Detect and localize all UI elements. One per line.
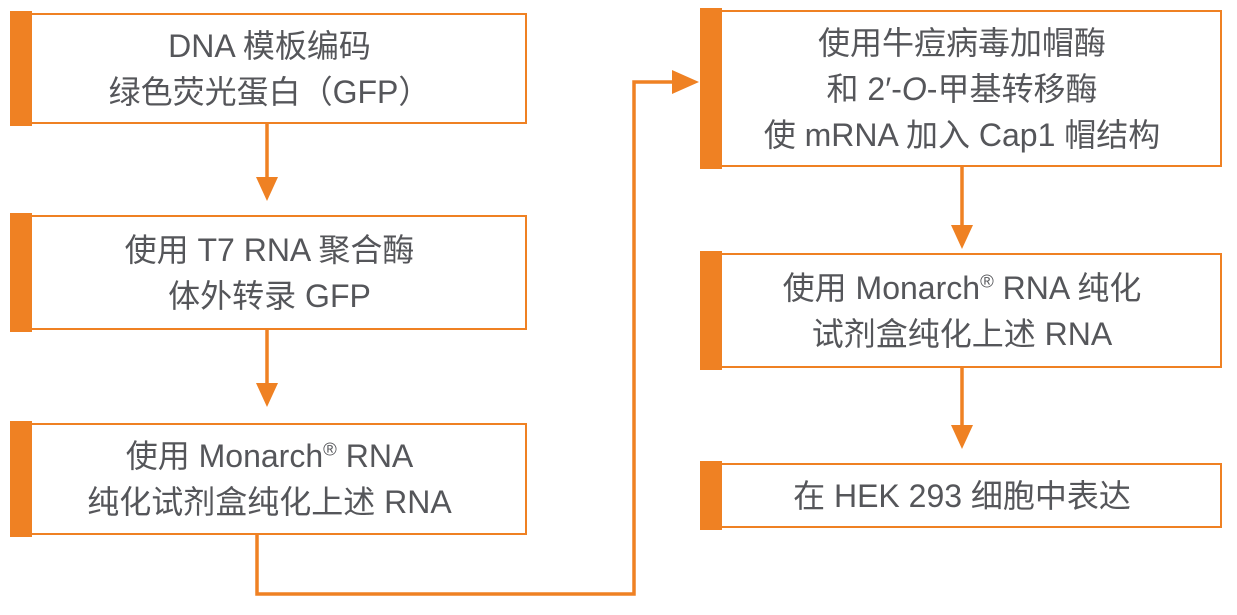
step-text-line: 使用 Monarch® RNA [125, 438, 414, 474]
step-text-line: 和 2′-O-甲基转移酶 [826, 70, 1098, 107]
step-accent-bar [10, 421, 32, 537]
arrow-step2-step3-head-icon [256, 383, 278, 407]
step-accent-bar [10, 11, 32, 126]
arrow-step1-step2-head-icon [256, 177, 278, 201]
step-accent-bar [10, 213, 32, 332]
step-box-monarch-purify-2: 使用 Monarch® RNA 纯化 试剂盒纯化上述 RNA [700, 251, 1222, 370]
step-accent-bar [700, 8, 722, 169]
step-text-line: 使 mRNA 加入 Cap1 帽结构 [763, 116, 1161, 153]
step-accent-bar [700, 461, 722, 530]
elbow-step3-step4-head-icon [672, 70, 699, 94]
step-text-line: 在 HEK 293 细胞中表达 [793, 477, 1131, 514]
step-text-line: 使用 T7 RNA 聚合酶 [124, 231, 415, 268]
step-text-line: 使用牛痘病毒加帽酶 [817, 24, 1106, 61]
step-text-line: 试剂盒纯化上述 RNA [811, 315, 1113, 352]
step-box-t7-transcription: 使用 T7 RNA 聚合酶 体外转录 GFP [10, 213, 527, 332]
step-box-dna-template: DNA 模板编码 绿色荧光蛋白（GFP） [10, 11, 527, 126]
step-text-line: DNA 模板编码 [168, 27, 371, 64]
registered-trademark-mark: ® [323, 438, 337, 460]
step-text-line: 纯化试剂盒纯化上述 RNA [87, 484, 452, 520]
step-box-monarch-purify-1: 使用 Monarch® RNA 纯化试剂盒纯化上述 RNA [10, 421, 527, 537]
step-box-hek293-expression: 在 HEK 293 细胞中表达 [700, 461, 1222, 530]
step-text-line: 绿色荧光蛋白（GFP） [108, 73, 431, 110]
step-text-line: 使用 Monarch® RNA 纯化 [782, 269, 1142, 306]
registered-trademark-mark: ® [980, 269, 994, 291]
step-accent-bar [700, 251, 722, 370]
step-text-line: 体外转录 GFP [168, 277, 371, 314]
arrow-step4-step5-head-icon [951, 225, 973, 249]
italic-o-glyph: O [901, 70, 927, 107]
step-box-capping-enzymes: 使用牛痘病毒加帽酶 和 2′-O-甲基转移酶 使 mRNA 加入 Cap1 帽结… [700, 8, 1222, 169]
arrow-step5-step6-head-icon [951, 425, 973, 449]
